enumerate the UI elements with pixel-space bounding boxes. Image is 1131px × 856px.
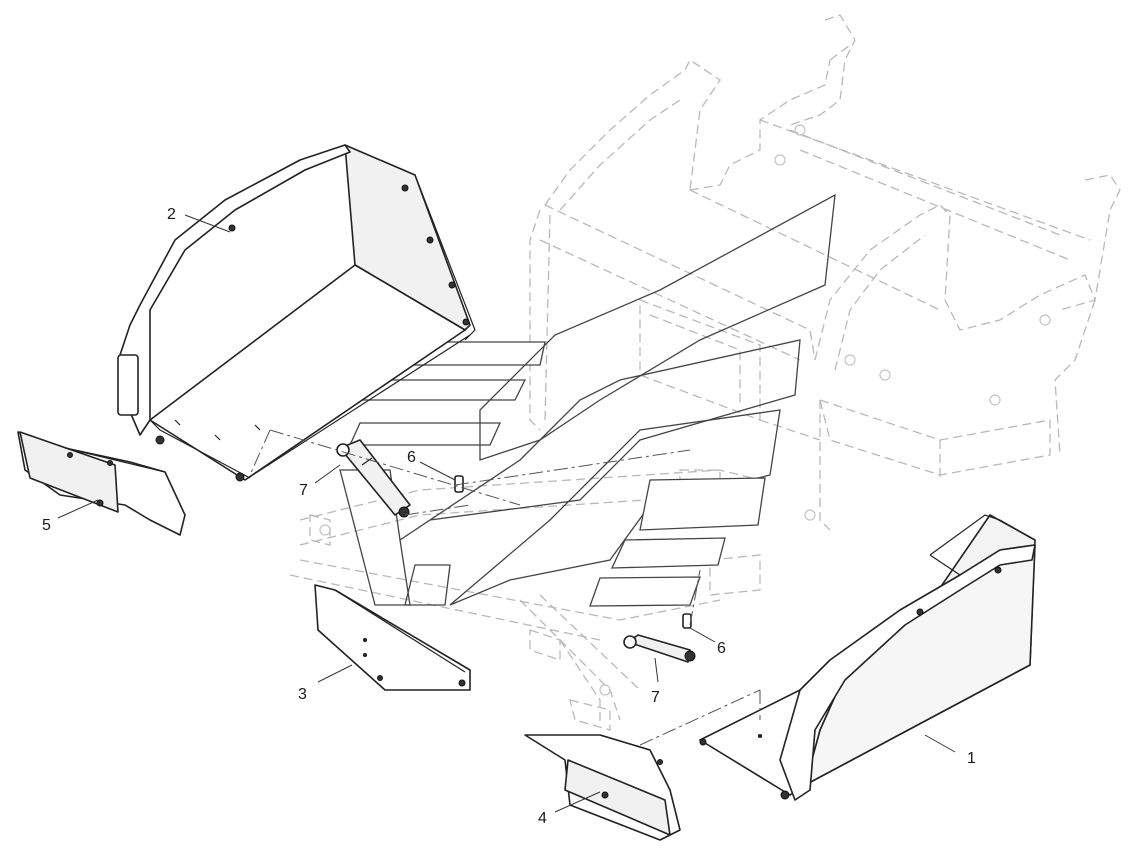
part-5-left-deflector bbox=[17, 431, 186, 536]
callout-7-lower: 7 bbox=[651, 689, 660, 706]
part-4-lower-deflector bbox=[524, 734, 681, 841]
part-2-left-bin bbox=[117, 144, 476, 482]
callout-1: 1 bbox=[967, 750, 976, 767]
callout-3: 3 bbox=[298, 686, 307, 703]
background-machine-frame bbox=[289, 14, 1121, 731]
callout-5: 5 bbox=[42, 517, 51, 534]
callout-6-upper: 6 bbox=[407, 449, 416, 466]
part-7-upper-cylinder bbox=[336, 439, 411, 518]
assembly-guide-lines bbox=[249, 429, 761, 746]
part-6-lower-pin bbox=[682, 613, 692, 629]
leader-lines bbox=[57, 214, 956, 813]
callout-7-upper: 7 bbox=[299, 482, 308, 499]
callout-2: 2 bbox=[167, 206, 176, 223]
callout-6-lower: 6 bbox=[717, 640, 726, 657]
callout-4: 4 bbox=[538, 810, 547, 827]
part-3-lower-shield bbox=[314, 584, 471, 691]
part-1-right-bin bbox=[699, 514, 1036, 801]
callout-labels: 1 2 3 4 5 6 6 7 7 bbox=[42, 206, 976, 827]
part-7-lower-cylinder bbox=[623, 634, 696, 663]
